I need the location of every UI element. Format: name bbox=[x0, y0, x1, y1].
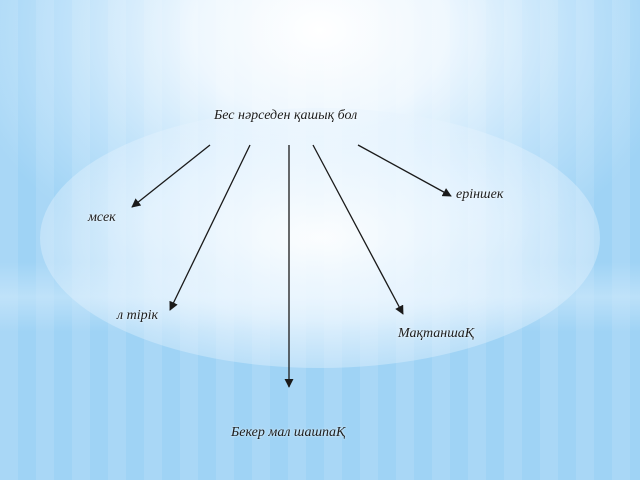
arrow-to-left-bottom bbox=[169, 144, 251, 311]
branch-label-right-top: ерiншек bbox=[456, 187, 504, 202]
branch-label-right-bottom: МақтаншаҚ bbox=[398, 326, 475, 341]
branch-label-bottom: Бекер мал шашпаҚ bbox=[231, 425, 346, 440]
branch-label-left-bottom: л тiрiк bbox=[117, 308, 159, 323]
background-highlight bbox=[40, 108, 600, 368]
branch-label-left-top: мсек bbox=[88, 210, 116, 225]
arrow-to-right-bottom bbox=[312, 144, 404, 315]
arrow-to-right-top bbox=[357, 144, 452, 197]
arrow-to-left-top bbox=[131, 144, 211, 208]
root-label: Бес нәрседен қашық бол bbox=[214, 108, 358, 123]
